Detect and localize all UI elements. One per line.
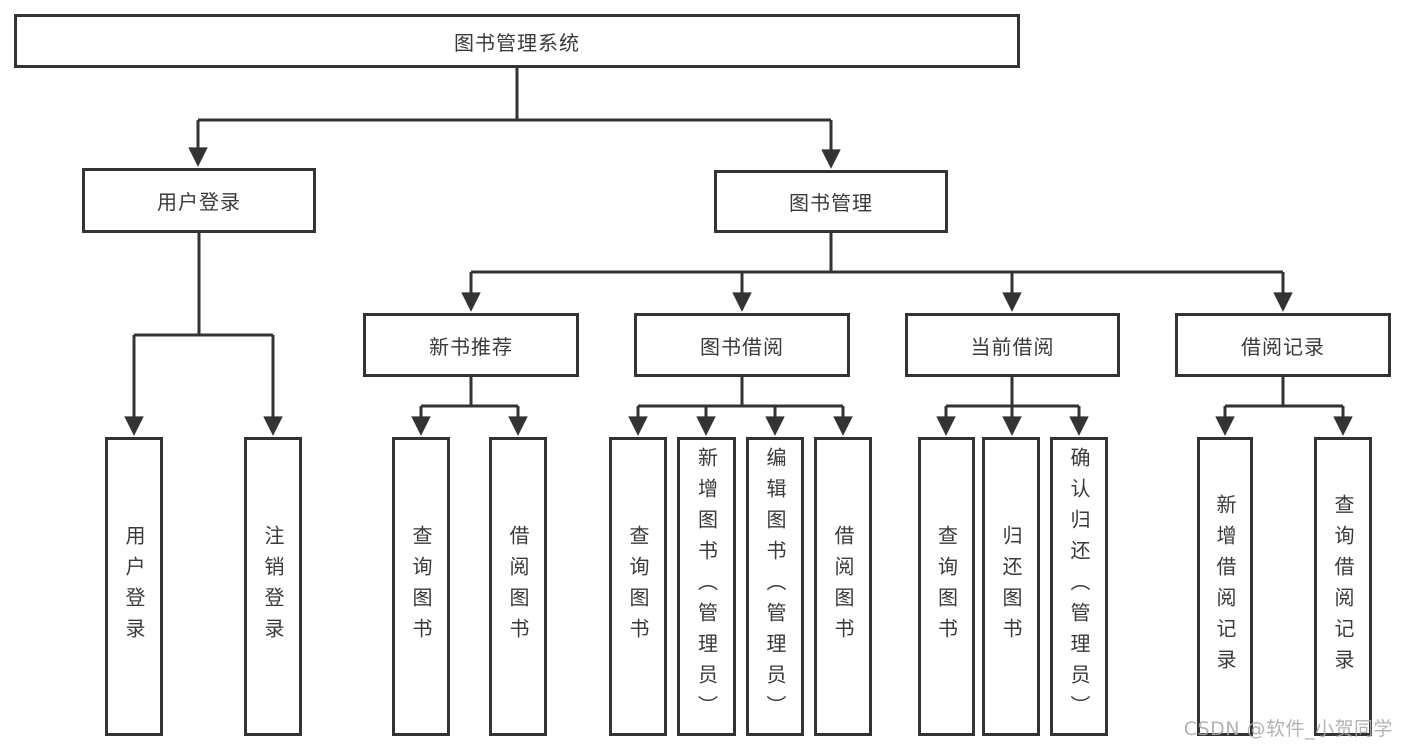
leaf-return-books: 归还图书 — [982, 437, 1040, 736]
node-label: 归还图书 — [999, 524, 1023, 649]
node-label: 新增借阅记录 — [1213, 493, 1237, 680]
node-label: 新书推荐 — [429, 334, 513, 359]
node-current-borrowing: 当前借阅 — [905, 313, 1120, 377]
node-label: 借阅图书 — [831, 524, 855, 649]
leaf-confirm-return-admin: 确认归还（管理员） — [1050, 437, 1108, 736]
node-label: 图书管理系统 — [454, 30, 580, 55]
leaf-borrow-books: 借阅图书 — [814, 437, 872, 736]
leaf-query-borrow-record: 查询借阅记录 — [1314, 437, 1372, 736]
node-user-login: 用户登录 — [82, 168, 316, 233]
node-label: 查询图书 — [934, 524, 959, 649]
node-label: 当前借阅 — [970, 334, 1055, 359]
node-borrowing-records: 借阅记录 — [1175, 313, 1391, 377]
node-label: 用户登录 — [157, 190, 241, 214]
node-label: 查询借阅记录 — [1331, 493, 1355, 680]
node-label: 借阅记录 — [1241, 334, 1325, 359]
leaf-user-login: 用户登录 — [105, 437, 163, 736]
node-library-management-system: 图书管理系统 — [14, 14, 1020, 68]
node-new-book-recommendation: 新书推荐 — [363, 313, 579, 377]
node-label: 编辑图书（管理员） — [763, 447, 787, 726]
leaf-query-books-recommend: 查询图书 — [392, 437, 450, 736]
leaf-query-books-borrow: 查询图书 — [609, 437, 667, 736]
leaf-logout-login: 注销登录 — [244, 437, 302, 736]
leaf-add-book-admin: 新增图书（管理员） — [677, 437, 736, 736]
node-label: 借阅图书 — [506, 524, 530, 649]
node-label: 查询图书 — [409, 524, 433, 649]
node-book-borrowing: 图书借阅 — [634, 313, 850, 377]
node-book-management: 图书管理 — [714, 170, 948, 233]
node-label: 查询图书 — [626, 524, 650, 649]
leaf-borrow-books-recommend: 借阅图书 — [489, 437, 547, 736]
node-label: 注销登录 — [261, 524, 285, 649]
csdn-watermark: CSDN @软件_小贺同学 — [1183, 718, 1393, 740]
leaf-add-borrow-record: 新增借阅记录 — [1197, 437, 1253, 736]
leaf-edit-book-admin: 编辑图书（管理员） — [746, 437, 804, 736]
node-label: 新增图书（管理员） — [694, 447, 719, 726]
node-label: 确认归还（管理员） — [1067, 447, 1091, 726]
node-label: 用户登录 — [122, 524, 146, 649]
node-label: 图书管理 — [789, 191, 873, 215]
node-label: 图书借阅 — [700, 334, 784, 359]
leaf-query-books-current: 查询图书 — [918, 437, 975, 736]
